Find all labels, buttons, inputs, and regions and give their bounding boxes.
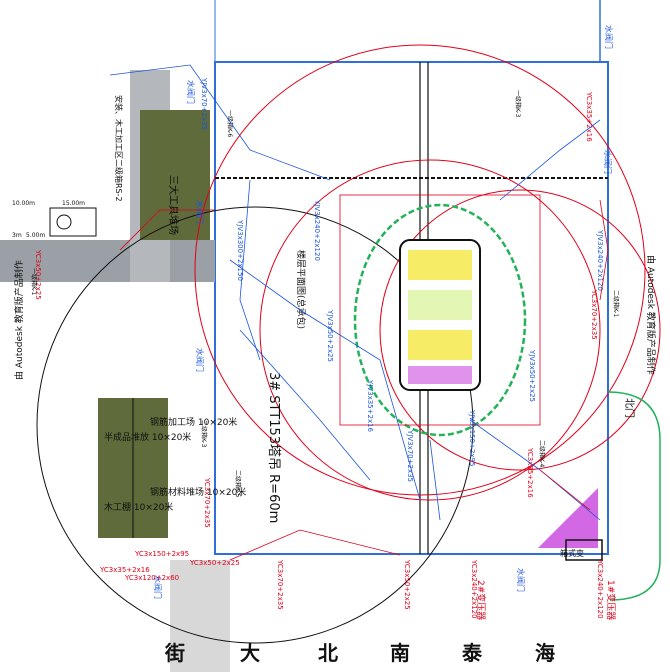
red-wiring — [119, 199, 609, 561]
red-cable-8: YC3x50+2x25 — [189, 559, 240, 567]
crane-radius-red-3 — [379, 189, 661, 471]
rebar-stock-label: 钢筋材料堆场 10×20米 — [150, 486, 246, 498]
box-label-4: 一级箱K-1 — [30, 268, 38, 295]
rebar-yard-label: 钢筋加工场 10×20米 — [150, 416, 237, 428]
wood-yard-label: 木工棚 10×20米 — [104, 501, 173, 513]
transformer-2-label: 2#变压器 — [475, 580, 487, 620]
box-label-5: 二级箱K-5 — [234, 470, 242, 497]
water-valve-4: 水阀门 — [195, 348, 205, 372]
site-boundary — [214, 61, 609, 555]
blue-cable-9: YJV3x240+2x120 — [596, 229, 604, 291]
dim-a: 10.00m — [12, 200, 35, 207]
north-gate-label: 北门 — [623, 398, 636, 418]
dim-b: 15.00m — [62, 200, 85, 207]
building-frame — [339, 194, 541, 426]
water-valve-2: 水阀门 — [186, 80, 196, 104]
street-char-1: 街 — [164, 641, 185, 665]
street-char-2: 大 — [240, 641, 260, 665]
street-char-5: 泰 — [461, 641, 483, 665]
water-valve-7: 水阀门 — [603, 150, 613, 174]
transformer-box-label: 箱式变 — [560, 548, 584, 558]
red-cable-5: YC3x150+2x95 — [134, 550, 189, 558]
building-inner-2 — [408, 290, 472, 320]
water-valve-3: 水阀门 — [195, 200, 205, 224]
red-cable-13: YC3x50+2x25 — [403, 559, 411, 610]
building-inner-1 — [408, 250, 472, 280]
dim-c: 3m — [12, 232, 22, 239]
red-cable-3: YC3x50+2x25 — [34, 249, 42, 300]
red-cable-7: YC3x120+2x60 — [124, 574, 179, 582]
building-inner-3 — [408, 330, 472, 360]
red-cable-4: YC3x70+2x35 — [203, 477, 211, 528]
blue-cable-5: YJV3x35+2x16 — [366, 379, 374, 433]
red-cable-10: YC3x35+2x16 — [526, 447, 534, 498]
crane-radius-red-1 — [194, 44, 646, 496]
road-horizontal — [0, 240, 215, 282]
water-valve-6: 水阀门 — [153, 575, 163, 599]
left-small-building-icon — [56, 214, 72, 230]
blue-cable-6: YJV3x150+2x95 — [468, 409, 476, 466]
warehouse-label: 三大工具堆场 — [167, 175, 180, 235]
water-valve-5: 水阀门 — [516, 568, 526, 592]
street-char-6: 海 — [535, 641, 555, 665]
box-label-3: 二级箱K-3 — [200, 420, 208, 447]
red-cable-11: YC3x240+2x120 — [596, 559, 604, 619]
crane-radius-red-2 — [259, 159, 601, 501]
transformer-1-label: 1#变压器 — [605, 580, 617, 620]
blue-cable-4: YJV3x50+2x25 — [326, 309, 334, 362]
road-bottom — [170, 560, 230, 672]
red-cable-12: YC3x240+2x120 — [470, 559, 478, 619]
tower-plan-label: 楼层平面图(总承包) — [295, 250, 307, 329]
building-inner-4 — [408, 366, 472, 384]
street-char-4: 南 — [390, 641, 410, 665]
worker-camp-label: 安装、木工加工区二级箱RS-2 — [114, 95, 124, 202]
box-label-2: 二级箱K-1 — [612, 290, 620, 317]
transformer-area — [538, 488, 598, 548]
blue-cable-7: YJV3x50+2x25 — [528, 349, 536, 402]
outer-road-curve — [607, 391, 661, 601]
blue-cable-3: YJV3x240+2x120 — [313, 199, 321, 261]
red-cable-1: YC3x35+2x16 — [585, 91, 593, 142]
box-label-7: 二级箱K-4 — [538, 440, 546, 467]
autodesk-watermark-right: 由 Autodesk 教育版产品制作 — [645, 255, 657, 375]
box-label-1: 一级箱K-3 — [514, 90, 522, 117]
blue-cable-8: YJV3x70+2x35 — [406, 429, 414, 482]
red-cable-9: YC3x70+2x35 — [276, 559, 284, 610]
street-char-3: 北 — [318, 641, 338, 665]
transformer-box — [565, 539, 603, 561]
dim-d: 5.00m — [26, 232, 45, 239]
box-label-6: 一级箱K-6 — [226, 110, 234, 137]
red-cable-2: YC3x70+2x35 — [590, 289, 598, 340]
left-small-building — [49, 207, 97, 237]
autodesk-watermark-left: 由 Autodesk 教育版产品制作 — [13, 260, 25, 380]
blue-cable-2: YJV3x300+2x150 — [236, 219, 244, 281]
crane-label: 3# STT153塔吊 R=60m — [266, 372, 281, 523]
building-ring-outer — [353, 203, 527, 437]
water-valve-1: 水阀门 — [604, 25, 614, 49]
blue-cable-1: YJV3x70+2x35 — [200, 77, 208, 130]
concrete-yard-label: 半成品堆放 10×20米 — [104, 431, 191, 443]
red-cable-6: YC3x35+2x16 — [99, 566, 150, 574]
